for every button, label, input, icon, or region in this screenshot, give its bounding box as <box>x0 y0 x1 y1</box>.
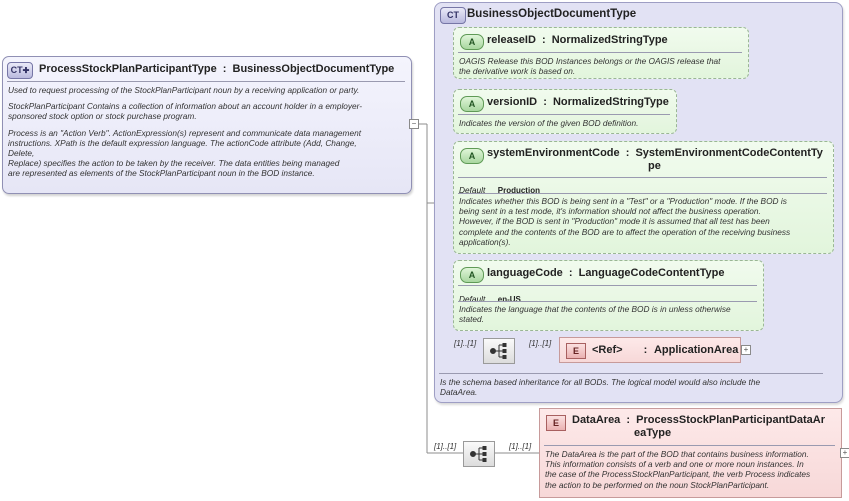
attribute-type: NormalizedStringType <box>552 96 669 108</box>
element-type: ProcessStockPlanParticipantDataAr <box>636 414 826 426</box>
attribute-name: releaseID <box>487 34 536 46</box>
collapse-toggle[interactable]: − <box>409 119 419 129</box>
expand-toggle[interactable]: + <box>840 448 849 458</box>
element-title: DataArea : ProcessStockPlanParticipantDa… <box>572 414 826 439</box>
element-name: ApplicationArea <box>653 344 739 356</box>
attribute-title: languageCode : LanguageCodeContentType <box>487 267 725 279</box>
sequence-icon <box>470 446 487 462</box>
complex-type-icon: CT <box>440 7 466 24</box>
attribute-description: Indicates whether this BOD is being sent… <box>459 196 791 247</box>
element-data-area[interactable]: E DataArea : ProcessStockPlanParticipant… <box>539 408 842 498</box>
attribute-default: Default Production <box>459 185 540 195</box>
complex-type-process-stock-plan-participant[interactable]: CT✚ ProcessStockPlanParticipantType : Bu… <box>2 56 412 194</box>
attribute-version-id[interactable]: A versionID : NormalizedStringType Indic… <box>453 89 677 134</box>
base-type-description: Is the schema based inheritance for all … <box>440 377 761 398</box>
sequence-cardinality: [1]..[1] <box>454 339 477 348</box>
sequence-compositor-icon[interactable] <box>463 441 495 467</box>
attribute-description: Indicates the language that the contents… <box>459 304 731 325</box>
element-cardinality: [1]..[1] <box>529 339 552 348</box>
base-type-name: BusinessObjectDocumentType <box>467 8 637 20</box>
element-cardinality: [1]..[1] <box>509 442 532 451</box>
attribute-icon: A <box>460 267 484 283</box>
attribute-default: Default en-US <box>459 294 521 304</box>
attribute-description: OAGIS Release this BOD Instances belongs… <box>459 56 721 77</box>
expand-toggle[interactable]: + <box>741 345 751 355</box>
sequence-compositor-icon[interactable] <box>483 338 515 364</box>
type-separator: : <box>222 63 227 75</box>
complex-type-title: ProcessStockPlanParticipantType : Busine… <box>39 63 394 75</box>
element-title: <Ref> : ApplicationArea <box>592 344 739 356</box>
attribute-icon: A <box>460 34 484 50</box>
element-icon: E <box>546 415 566 431</box>
element-description: The DataArea is the part of the BOD that… <box>545 449 811 490</box>
element-application-area[interactable]: E <Ref> : ApplicationArea <box>559 337 741 363</box>
attribute-release-id[interactable]: A releaseID : NormalizedStringType OAGIS… <box>453 27 749 79</box>
complex-type-name: ProcessStockPlanParticipantType <box>39 63 217 75</box>
element-icon: E <box>566 343 586 359</box>
sequence-cardinality: [1]..[1] <box>434 442 457 451</box>
attribute-icon: A <box>460 148 484 164</box>
attribute-type: LanguageCodeContentType <box>578 267 725 279</box>
attribute-title: systemEnvironmentCode : SystemEnvironmen… <box>487 147 823 172</box>
attribute-title: releaseID : NormalizedStringType <box>487 34 668 46</box>
complex-type-icon: CT✚ <box>7 62 33 79</box>
element-ref: <Ref> <box>592 344 623 356</box>
attribute-type: NormalizedStringType <box>551 34 668 46</box>
attribute-name: systemEnvironmentCode <box>487 147 620 159</box>
attribute-description: Indicates the version of the given BOD d… <box>459 118 639 128</box>
attribute-type: SystemEnvironmentCodeContentTy <box>635 147 823 159</box>
attribute-icon: A <box>460 96 484 112</box>
attribute-name: versionID <box>487 96 538 108</box>
sequence-icon <box>490 343 507 359</box>
element-name: DataArea <box>572 414 621 426</box>
attribute-system-environment-code[interactable]: A systemEnvironmentCode : SystemEnvironm… <box>453 141 834 254</box>
complex-type-base: BusinessObjectDocumentType <box>232 63 395 75</box>
attribute-name: languageCode <box>487 267 563 279</box>
attribute-language-code[interactable]: A languageCode : LanguageCodeContentType… <box>453 260 764 331</box>
complex-type-description: Used to request processing of the StockP… <box>8 85 363 179</box>
attribute-title: versionID : NormalizedStringType <box>487 96 669 108</box>
